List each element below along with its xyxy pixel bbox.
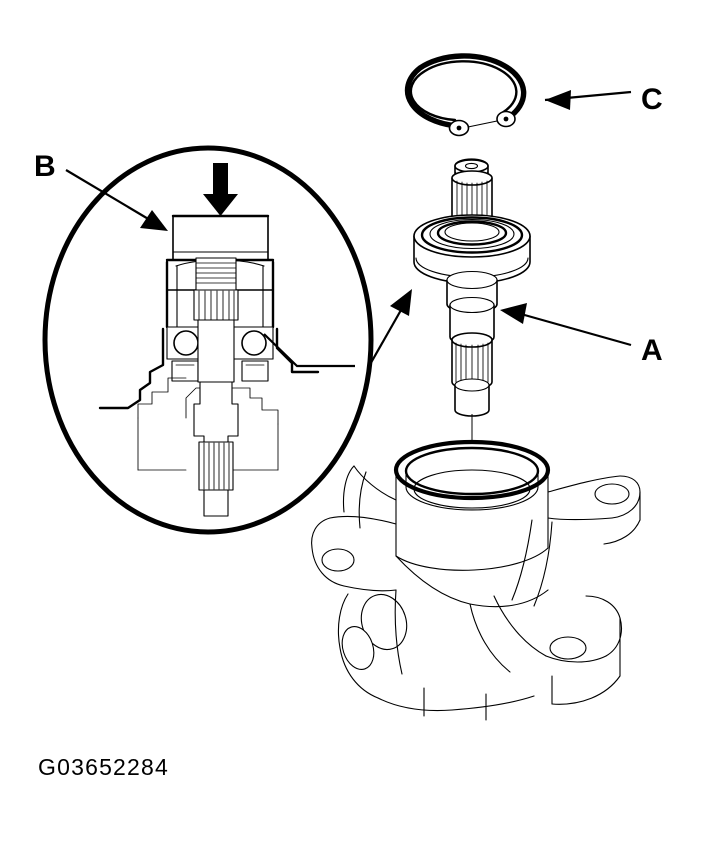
knuckle-lower-bolt-hole bbox=[549, 636, 587, 660]
spindle-section-lower bbox=[193, 381, 239, 517]
knuckle-lower-ear-top bbox=[545, 655, 607, 663]
spindle-pilot-tip bbox=[454, 378, 490, 417]
knuckle-right-arm-top bbox=[547, 475, 621, 493]
snap-ring bbox=[404, 53, 527, 137]
knuckle-lower-ear-bottom bbox=[551, 675, 621, 705]
tool-skirt bbox=[165, 260, 275, 329]
knuckle-web-right bbox=[469, 589, 549, 608]
knuckle-left-boss-top bbox=[311, 517, 331, 549]
knuckle-web-left bbox=[395, 555, 471, 605]
press-tool-detail bbox=[98, 163, 355, 517]
knuckle-rib-center bbox=[469, 603, 511, 673]
knuckle-right-ear-top bbox=[619, 475, 641, 493]
knuckle-rib-upper-left-inner bbox=[358, 471, 367, 529]
knuckle-left-arm-top bbox=[329, 515, 397, 525]
knuckle-rib-upper-left bbox=[353, 465, 397, 501]
knuckle-bearing-bore bbox=[393, 439, 551, 511]
callout-label-b: B bbox=[34, 150, 56, 183]
callout-label-c: C bbox=[641, 83, 663, 116]
wheel-bearing bbox=[413, 214, 531, 284]
callout-c-leader bbox=[544, 90, 632, 110]
knuckle-left-boss-bore bbox=[321, 548, 355, 572]
spindle-section-upper bbox=[193, 257, 239, 321]
figure-caption: G03652284 bbox=[38, 754, 169, 780]
steering-knuckle bbox=[311, 439, 641, 721]
knuckle-right-arm-bottom bbox=[547, 517, 613, 521]
knuckle-rib-right-vertical bbox=[511, 519, 533, 601]
bearing-leader-line bbox=[263, 333, 355, 368]
knuckle-lower-ear-outer bbox=[605, 617, 623, 657]
knuckle-bottom-skirt-right bbox=[451, 695, 535, 711]
knuckle-rib-right-vertical-edge bbox=[533, 521, 553, 607]
hub-boss-bottom bbox=[395, 547, 549, 571]
knuckle-left-boss-outer bbox=[311, 547, 345, 587]
callout-a-leader bbox=[500, 303, 632, 347]
bearing-section bbox=[166, 319, 274, 383]
press-down-arrow bbox=[203, 163, 238, 216]
knuckle-right-ear-lower bbox=[603, 519, 641, 545]
spindle-lower-spline bbox=[451, 332, 493, 390]
knuckle-flange-hole-lower bbox=[341, 626, 375, 670]
knuckle-right-bolt-hole bbox=[594, 483, 630, 505]
detail-reference-arrow bbox=[367, 289, 412, 369]
knuckle-flange-left-edge bbox=[337, 593, 349, 649]
knuckle-lower-ear-inner bbox=[585, 595, 621, 619]
knuckle-left-face-edge bbox=[394, 589, 403, 675]
callout-label-a: A bbox=[641, 334, 663, 367]
wheel-spindle-assembly bbox=[413, 158, 531, 417]
knuckle-rib-center-right bbox=[493, 595, 547, 657]
knuckle-rib-upper-left-edge bbox=[342, 465, 355, 513]
knuckle-bottom-skirt-left bbox=[377, 697, 453, 711]
knuckle-left-arm-bottom bbox=[343, 585, 397, 592]
callout-b-leader bbox=[65, 169, 168, 231]
knuckle-flange-bottom-left bbox=[339, 647, 379, 699]
